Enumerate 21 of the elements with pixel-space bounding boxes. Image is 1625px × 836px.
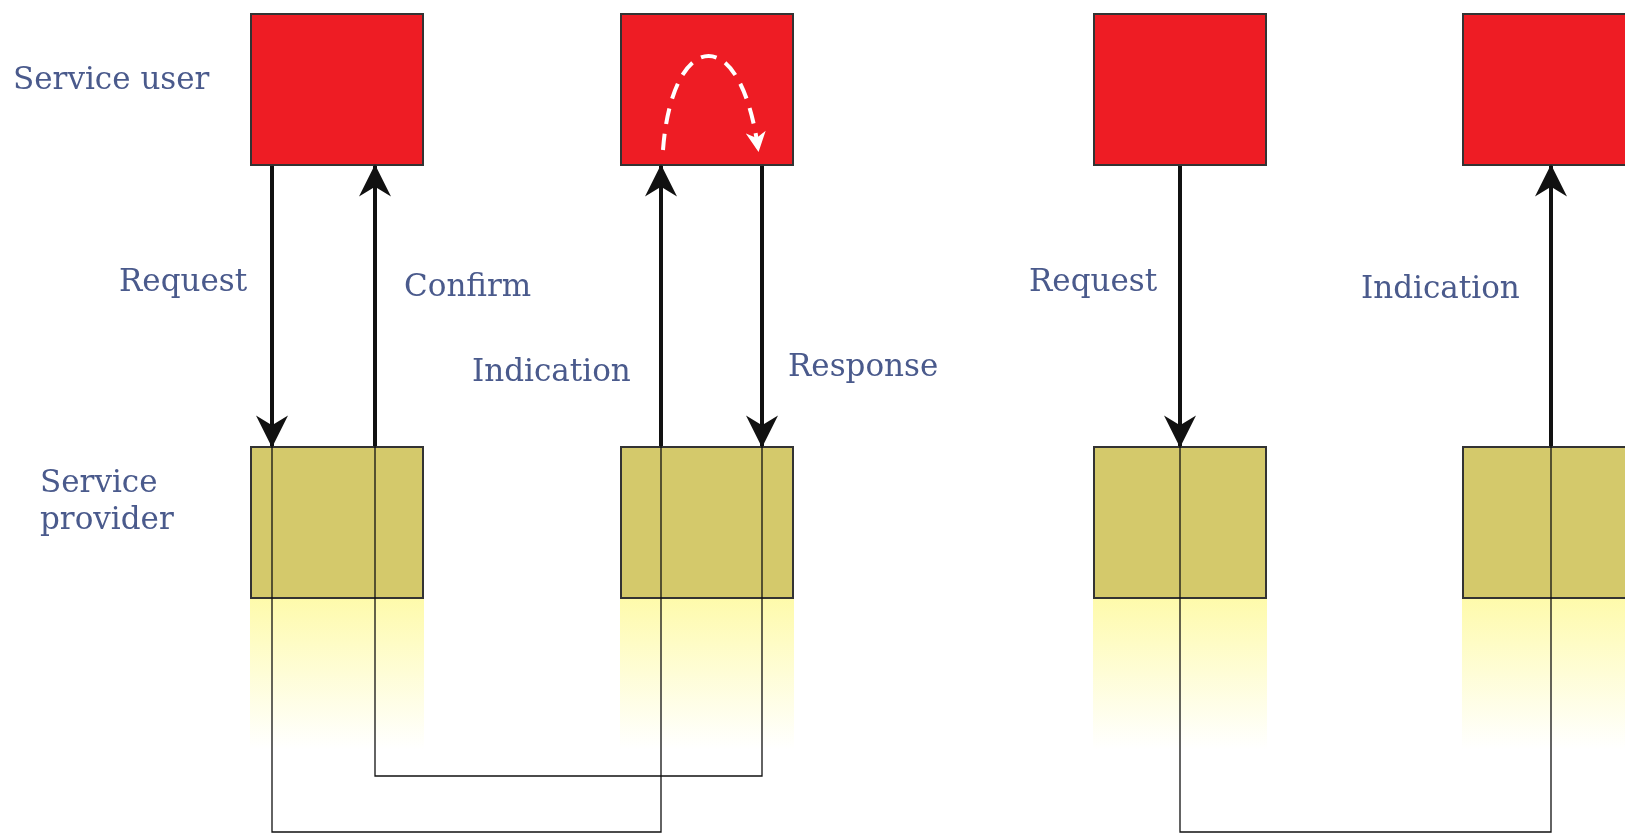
arrow — [645, 164, 677, 446]
service-user-box — [1093, 13, 1267, 166]
arrow — [1535, 164, 1567, 446]
edge-label: Request — [119, 265, 248, 296]
edge-label: Request — [1029, 265, 1158, 296]
service-user-box — [1462, 13, 1625, 166]
arrow — [256, 166, 288, 448]
connector-line — [271, 445, 662, 833]
connector-line — [374, 445, 763, 777]
layer-label: Service user — [13, 60, 211, 98]
edge-label: Response — [788, 350, 939, 381]
edge-label: Indication — [1361, 272, 1520, 303]
layer-label: Service provider — [40, 463, 175, 538]
connector-line — [1179, 445, 1552, 833]
service-user-box — [620, 13, 794, 166]
edge-label: Confirm — [404, 270, 532, 301]
arrow — [746, 166, 778, 448]
arrow — [1164, 166, 1196, 448]
service-user-box — [250, 13, 424, 166]
arrow — [359, 164, 391, 446]
edge-label: Indication — [472, 355, 631, 386]
